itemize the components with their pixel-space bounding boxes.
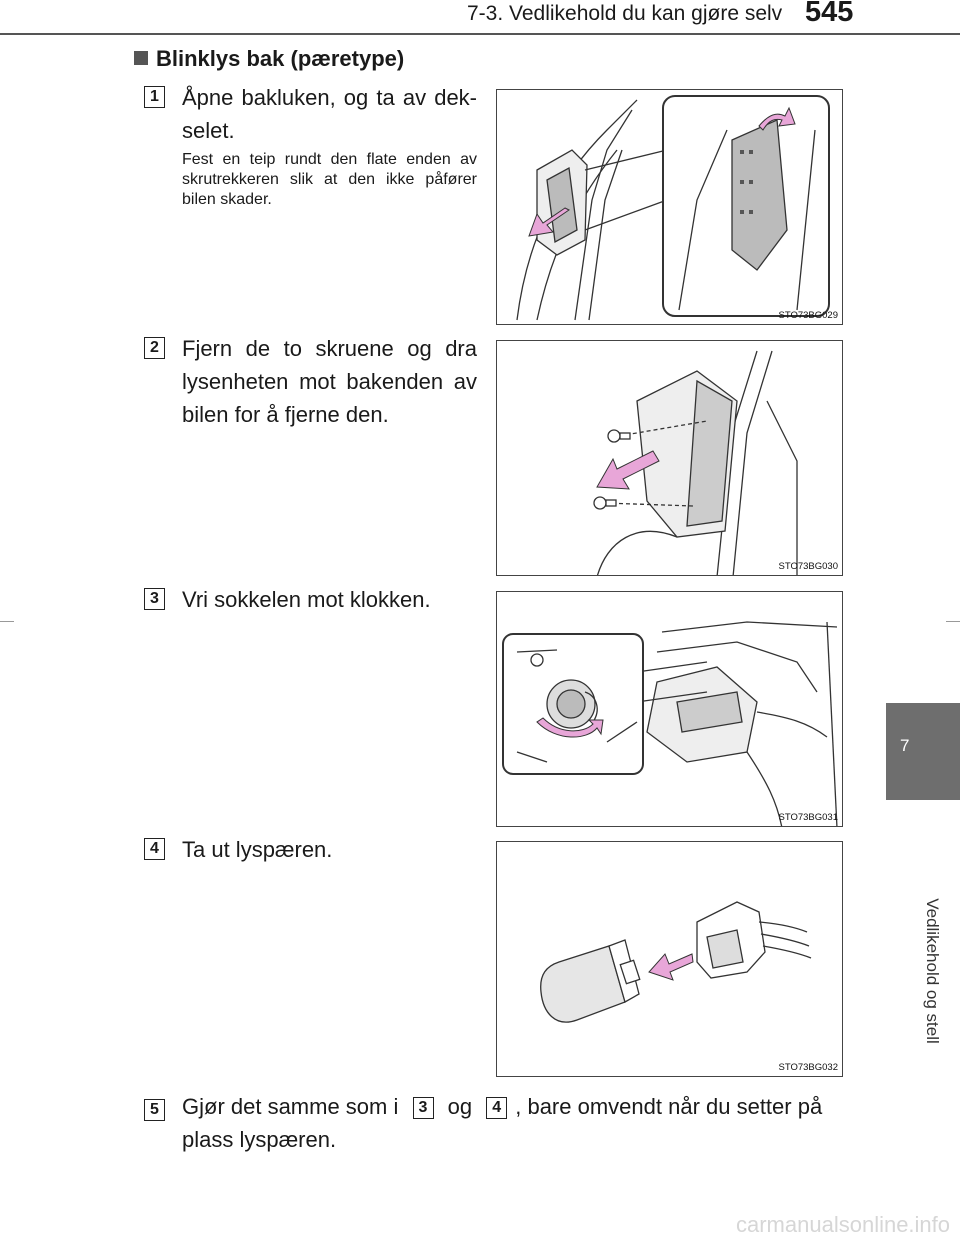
page-number: 545 [805,0,854,28]
site-watermark: carmanualsonline.info [736,1212,951,1237]
step-3-text: Vri sokkelen mot klokken. [182,587,431,612]
chapter-number: 7 [900,736,910,755]
figure-code: STO73BG030 [778,561,838,572]
step-3-reference-box: 3 [412,1097,434,1119]
figure-code: STO73BG029 [778,310,838,321]
step-1-note: Fest en teip rundt den flate enden av sk… [182,151,477,208]
step-5-text-part-2: og [447,1094,473,1119]
step-5-number-box: 5 [144,1099,165,1121]
step-1-text: Åpne bakluken, og ta av dek-selet. [182,85,477,143]
step-2-number-box: 2 [144,337,165,359]
step-5-text-part-3: , bare omvendt når du setter på [515,1094,823,1119]
step-1-number-box: 1 [144,86,165,108]
step-2-figure: STO73BG030 [496,340,843,576]
header-rule [0,33,960,35]
square-bullet-icon [134,51,148,65]
chapter-side-label: Vedlikehold og stell [923,898,942,1044]
bulb-socket-rotation-illustration [502,621,838,826]
step-5-text-line-1: Gjør det samme som i 3 og 4 , bare omvend… [182,1094,822,1120]
section-title: Blinklys bak (pæretype) [134,46,404,72]
section-title-text: Blinklys bak (pæretype) [156,46,405,71]
step-4-number-box: 4 [144,838,165,860]
bulb-removal-illustration [540,901,812,1023]
step-3-number-box: 3 [144,588,165,610]
chapter-side-tab [886,703,960,800]
step-4-reference-box: 4 [486,1097,508,1119]
figure-code: STO73BG032 [778,1062,838,1073]
step-5-text-line-2: plass lyspæren. [182,1127,337,1152]
tail-light-access-illustration [516,95,830,321]
crop-mark-left [0,621,14,622]
figure-code: STO73BG031 [778,812,838,823]
step-5-text-part-1: Gjør det samme som i [182,1094,399,1119]
step-4-text: Ta ut lyspæren. [182,837,333,862]
step-2-text: Fjern de to skruene og dra lysenheten mo… [182,336,477,427]
chapter-header-title: 7-3. Vedlikehold du kan gjøre selv [467,2,783,25]
crop-mark-right [946,621,960,622]
tail-light-removal-illustration [593,350,798,575]
step-1-figure: STO73BG029 [496,89,843,325]
step-3-figure: STO73BG031 [496,591,843,827]
step-4-figure: STO73BG032 [496,841,843,1077]
